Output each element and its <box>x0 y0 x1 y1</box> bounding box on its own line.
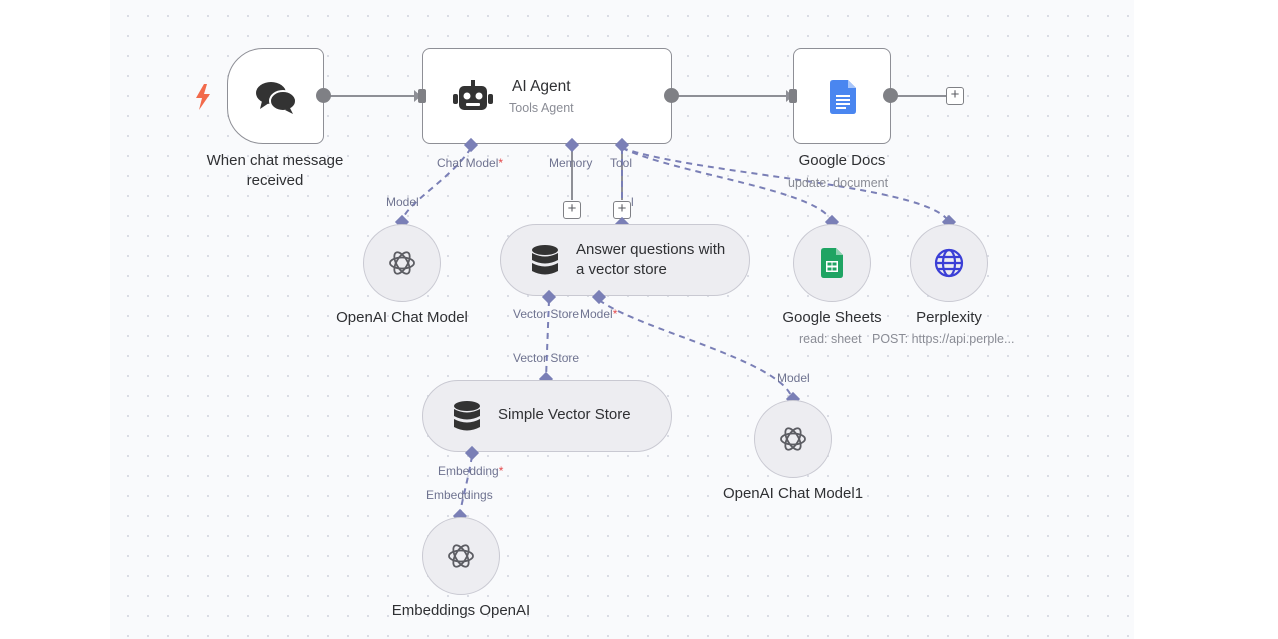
google-sheets-icon <box>821 248 843 278</box>
add-next-node-button[interactable]: + <box>946 87 964 105</box>
database-icon <box>532 245 558 275</box>
edge-tool-perplexity <box>621 147 950 223</box>
vs-embedding-label: Embedding* <box>438 464 504 478</box>
emb-input-label: Embeddings <box>426 488 493 502</box>
trigger-output-port[interactable] <box>316 88 331 103</box>
robot-icon <box>453 80 493 110</box>
docs-label: Google Docs <box>798 152 886 169</box>
google-sheets-node[interactable] <box>793 224 871 302</box>
agent-subtitle: Tools Agent <box>509 101 574 115</box>
qa-model-label: Model* <box>580 307 618 321</box>
perplexity-label: Perplexity <box>916 309 982 326</box>
docs-output-port[interactable] <box>883 88 898 103</box>
vs-input-label: Vector Store <box>513 351 580 365</box>
database-icon <box>454 401 480 431</box>
chat-bubbles-icon <box>256 82 297 114</box>
cm1-input-label: Model <box>777 371 810 385</box>
edge-chatmodel <box>401 147 472 221</box>
port-label-chat-model: Chat Model* <box>437 156 504 170</box>
openai-chat-model1-label: OpenAI Chat Model1 <box>722 485 864 502</box>
google-sheets-label: Google Sheets <box>782 309 882 326</box>
perplexity-node[interactable] <box>910 224 988 302</box>
perplexity-subtitle: POST: https://api.perple... <box>872 332 1015 346</box>
port-label-tool: Tool <box>610 156 633 170</box>
simple-vector-store-label: Simple Vector Store <box>498 406 631 423</box>
port-label-tool-overlap: l <box>631 195 634 209</box>
trigger-label: When chat message received <box>206 152 344 189</box>
agent-output-port[interactable] <box>664 88 679 103</box>
sheets-subtitle: read: sheet <box>799 332 862 346</box>
qa-vector-store-label: Vector Store <box>513 307 580 321</box>
chat-trigger-node[interactable] <box>227 48 324 144</box>
openai-chat-model-label: OpenAI Chat Model <box>336 309 468 326</box>
openai-icon <box>389 251 415 275</box>
google-docs-node[interactable] <box>793 48 891 144</box>
simple-vector-store-node[interactable]: Simple Vector Store <box>422 380 672 452</box>
agent-title: AI Agent <box>512 78 571 95</box>
ai-agent-node[interactable]: AI Agent Tools Agent <box>422 48 672 144</box>
openai-chat-model1-node[interactable] <box>754 400 832 478</box>
docs-subtitle: update: document <box>788 176 889 190</box>
edge-model-cm1 <box>598 299 793 399</box>
port-label-memory: Memory <box>549 156 593 170</box>
google-docs-icon <box>830 80 856 114</box>
chat-model-input-label: Model <box>386 195 419 209</box>
edge-vs-qa <box>545 299 550 379</box>
agent-input-port[interactable] <box>418 89 426 103</box>
openai-icon <box>780 427 806 451</box>
globe-icon <box>934 248 964 278</box>
edge-tool-sheets <box>621 147 833 223</box>
arrow-agent <box>414 90 421 102</box>
embeddings-openai-node[interactable] <box>422 517 500 595</box>
vector-qa-label: Answer questions with a vector store <box>576 241 726 278</box>
add-memory-button[interactable]: + <box>563 201 581 219</box>
openai-icon <box>448 544 474 568</box>
docs-input-port[interactable] <box>789 89 797 103</box>
openai-chat-model-node[interactable] <box>363 224 441 302</box>
embeddings-openai-label: Embeddings OpenAI <box>391 602 531 619</box>
bolt-icon <box>196 84 210 110</box>
vector-qa-tool-node[interactable]: Answer questions with a vector store <box>500 224 750 296</box>
